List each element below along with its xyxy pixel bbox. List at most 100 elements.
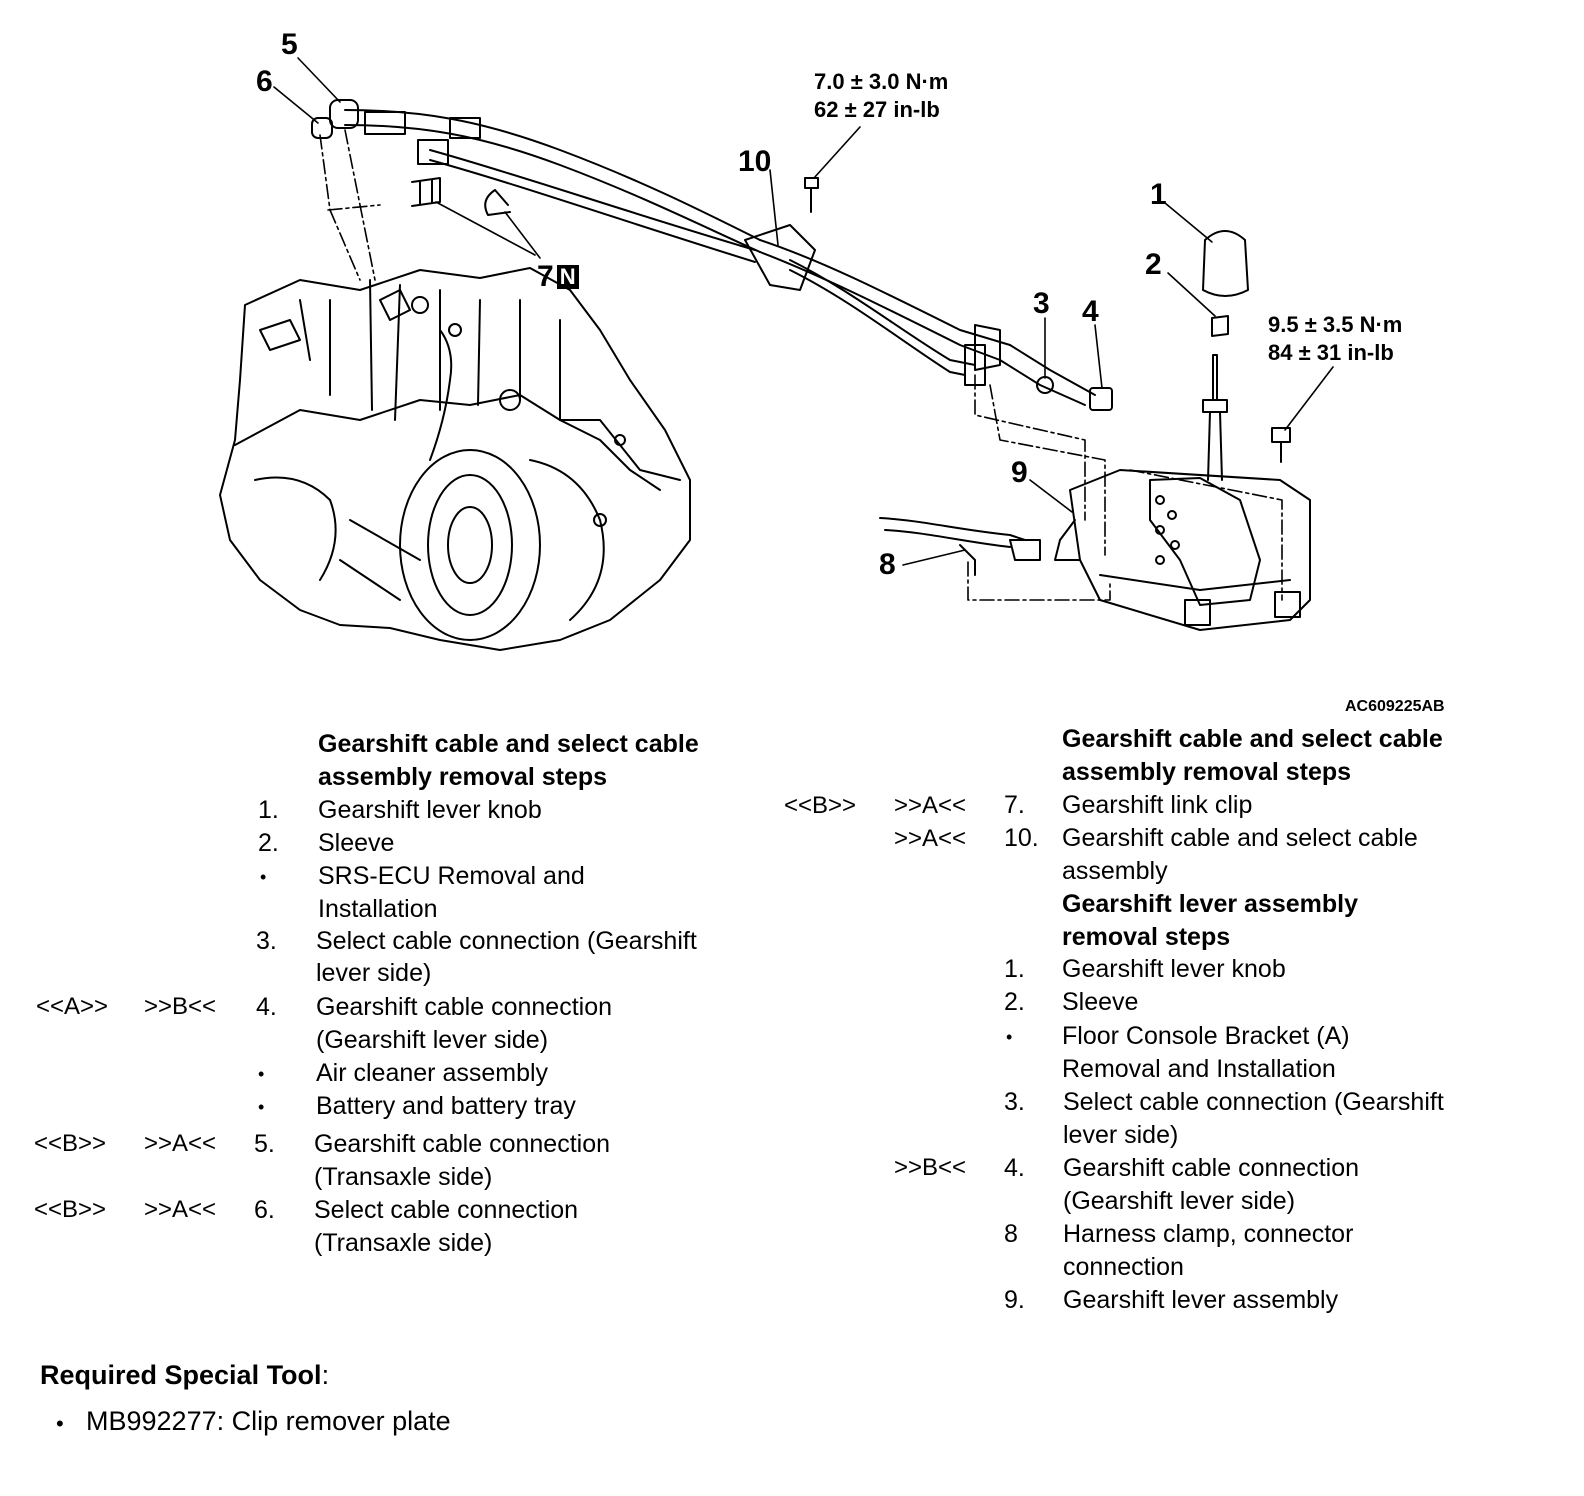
leader-dashdot-transaxle	[320, 130, 380, 280]
removal-ref: <<B>>	[34, 1130, 107, 1157]
step-number: 4.	[256, 993, 277, 1021]
step-number: 4.	[1004, 1154, 1025, 1182]
step-text-cont: lever side)	[316, 959, 432, 987]
step-text: Select cable connection (Gearshift	[1063, 1088, 1444, 1116]
new-part-badge: N	[556, 265, 579, 289]
step-number: 2.	[1004, 988, 1025, 1016]
step-number: 10.	[1004, 824, 1039, 852]
step-text: Gearshift lever knob	[318, 796, 542, 824]
step-text: Gearshift cable connection	[314, 1130, 611, 1158]
link-clip-drawing	[412, 178, 440, 206]
callout-5: 5	[281, 28, 298, 61]
right-heading-line2: assembly removal steps	[1062, 758, 1352, 786]
install-ref: >>B<<	[894, 1154, 967, 1181]
callout-2: 2	[1145, 248, 1162, 281]
removal-ref: <<B>>	[34, 1196, 107, 1223]
step-number: 8	[1004, 1220, 1018, 1248]
link-clip-drawing-2	[485, 190, 510, 215]
right-heading-line1: Gearshift cable and select cable	[1062, 725, 1443, 753]
step-text: Gearshift cable and select cable	[1062, 824, 1418, 852]
callout-9: 9	[1011, 456, 1028, 489]
removal-ref: <<B>>	[784, 792, 857, 819]
step-text: Air cleaner assembly	[316, 1059, 549, 1087]
step-text-cont: connection	[1063, 1253, 1184, 1281]
step-number: 9.	[1004, 1286, 1025, 1314]
step-text: SRS-ECU Removal and	[318, 862, 585, 890]
leader-dashdot-lever	[968, 375, 1282, 600]
exploded-diagram	[0, 0, 1584, 700]
step-text: Gearshift cable connection	[1063, 1154, 1360, 1182]
step-number: 2.	[258, 829, 279, 857]
right-heading2-line1: Gearshift lever assembly	[1062, 890, 1358, 918]
lever-assembly-drawing	[1055, 470, 1310, 630]
left-heading-line2: assembly removal steps	[318, 763, 608, 791]
special-tool-heading-colon: :	[321, 1360, 330, 1390]
bolt-top-drawing	[805, 178, 818, 212]
step-number: 3.	[1004, 1088, 1025, 1116]
sleeve-drawing	[1212, 316, 1228, 336]
step-text: Sleeve	[1062, 988, 1139, 1016]
callout-1: 1	[1150, 178, 1167, 211]
callout-10: 10	[738, 145, 772, 178]
callout-8: 8	[879, 548, 896, 581]
lever-rod-drawing	[1203, 355, 1227, 480]
callout-4: 4	[1082, 295, 1099, 328]
step-number: 6.	[254, 1196, 275, 1224]
right-heading2-line2: removal steps	[1062, 923, 1231, 951]
install-ref: >>B<<	[144, 993, 217, 1020]
figure-code: AC609225AB	[1345, 698, 1445, 715]
install-ref: >>A<<	[894, 825, 967, 852]
bullet-icon: •	[56, 1411, 64, 1436]
cable-assembly-drawing	[312, 100, 1112, 410]
step-text: Select cable connection	[314, 1196, 579, 1224]
step-number: 7.	[1004, 791, 1025, 819]
callout-6: 6	[256, 65, 273, 98]
torque-inlb: 62 ± 27 in-lb	[814, 97, 940, 122]
bullet-icon: •	[258, 1064, 265, 1084]
callout-leaders	[274, 58, 1333, 565]
step-number: 5.	[254, 1130, 275, 1158]
step-text: Harness clamp, connector	[1063, 1220, 1354, 1248]
step-text: Floor Console Bracket (A)	[1062, 1022, 1350, 1050]
step-text-cont: Installation	[318, 895, 438, 923]
bolt-right-drawing	[1272, 428, 1290, 462]
special-tool-heading-text: Required Special Tool	[40, 1360, 322, 1390]
harness-drawing	[880, 518, 1040, 575]
special-tool-heading: Required Special Tool:	[40, 1358, 329, 1392]
removal-ref: <<A>>	[36, 993, 109, 1020]
torque-spec-bracket-bolt: 7.0 ± 3.0 N·m 62 ± 27 in-lb	[814, 68, 948, 124]
step-text-cont: (Transaxle side)	[314, 1229, 493, 1257]
step-text-cont: assembly	[1062, 857, 1168, 885]
step-text: Gearshift link clip	[1062, 791, 1253, 819]
step-text-cont: Removal and Installation	[1062, 1055, 1336, 1083]
torque-inlb: 84 ± 31 in-lb	[1268, 340, 1394, 365]
install-ref: >>A<<	[144, 1196, 217, 1223]
transaxle-drawing	[220, 268, 690, 650]
step-text-cont: lever side)	[1063, 1121, 1179, 1149]
bullet-icon: •	[258, 1097, 265, 1117]
special-tool-item: MB992277: Clip remover plate	[86, 1406, 451, 1436]
install-ref: >>A<<	[894, 792, 967, 819]
bullet-icon: •	[1006, 1027, 1013, 1047]
step-text: Gearshift lever knob	[1062, 955, 1286, 983]
step-text: Gearshift lever assembly	[1063, 1286, 1339, 1314]
callout-7-number: 7	[537, 260, 554, 293]
knob-drawing	[1203, 231, 1248, 296]
step-number: 1.	[258, 796, 279, 824]
step-text: Battery and battery tray	[316, 1092, 576, 1120]
step-text: Select cable connection (Gearshift	[316, 927, 697, 955]
callout-3: 3	[1033, 287, 1050, 320]
torque-spec-lever-bolt: 9.5 ± 3.5 N·m 84 ± 31 in-lb	[1268, 311, 1402, 367]
left-heading-line1: Gearshift cable and select cable	[318, 730, 699, 758]
bullet-icon: •	[260, 867, 267, 887]
step-text-cont: (Transaxle side)	[314, 1163, 493, 1191]
step-text: Sleeve	[318, 829, 395, 857]
step-text: Gearshift cable connection	[316, 993, 613, 1021]
torque-nm: 9.5 ± 3.5 N·m	[1268, 312, 1403, 337]
step-text-cont: (Gearshift lever side)	[316, 1026, 549, 1054]
step-text-cont: (Gearshift lever side)	[1063, 1187, 1296, 1215]
torque-nm: 7.0 ± 3.0 N·m	[814, 69, 949, 94]
step-number: 3.	[256, 927, 277, 955]
step-number: 1.	[1004, 955, 1025, 983]
